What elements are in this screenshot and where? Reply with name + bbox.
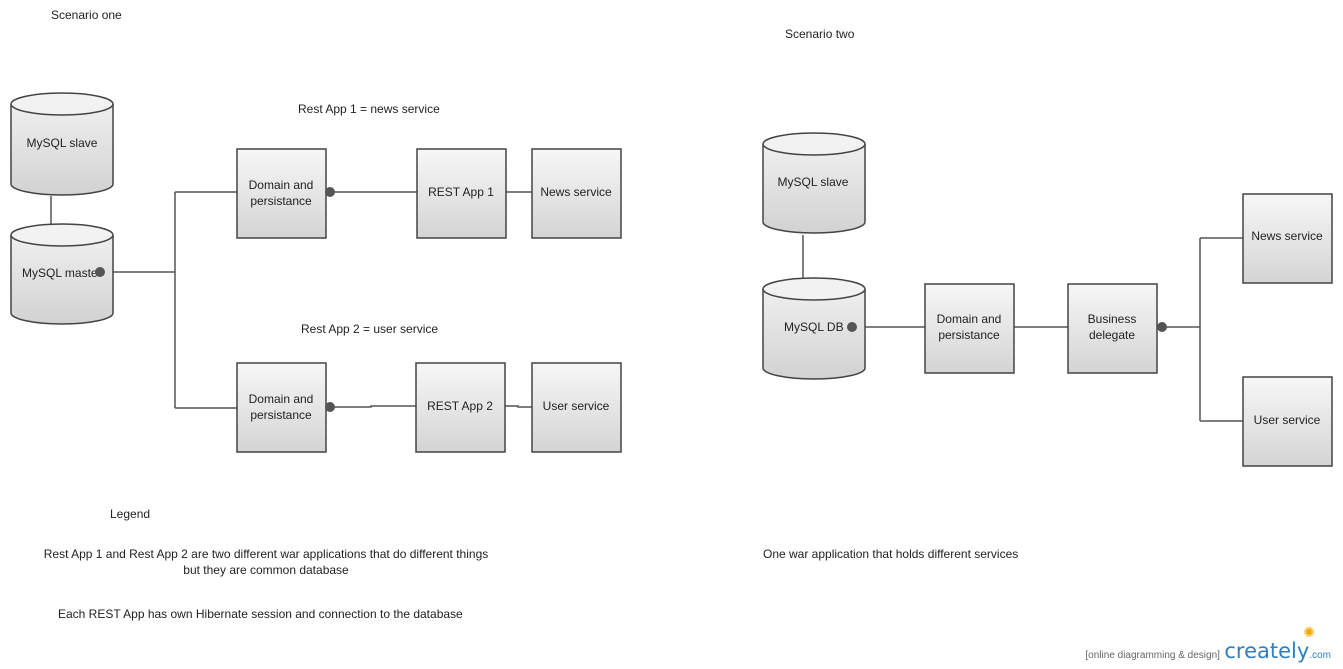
legend-line-1: Rest App 1 and Rest App 2 are two differ… xyxy=(43,547,489,561)
mysql-slave-cylinder-2: MySQL slave xyxy=(762,132,866,234)
user-service-box-2: User service xyxy=(1242,376,1333,467)
rest-app-2-note: Rest App 2 = user service xyxy=(301,322,439,336)
mysql-slave-label: MySQL slave xyxy=(27,136,98,150)
domain3-label-line2: persistance xyxy=(938,328,1000,342)
news-service-box-1: News service xyxy=(531,148,622,239)
scenario-two-title: Scenario two xyxy=(785,27,855,41)
db-connection-dot xyxy=(847,322,857,332)
business-connection-dot xyxy=(1157,322,1167,332)
user-service-label-1: User service xyxy=(543,399,610,413)
watermark-tld: .com xyxy=(1309,650,1331,661)
creately-watermark: [online diagramming & design] creately.c… xyxy=(1085,639,1331,663)
mysql-master-label: MySQL maste xyxy=(22,266,98,280)
watermark-tagline: [online diagramming & design] xyxy=(1085,650,1220,661)
user-service-box-1: User service xyxy=(531,362,622,453)
domain-persistance-box-3: Domain and persistance xyxy=(924,283,1015,374)
rest-app-2-label: REST App 2 xyxy=(427,399,493,413)
business-label-line2: delegate xyxy=(1089,328,1135,342)
rest-app-2-box: REST App 2 xyxy=(415,362,506,453)
mysql-slave-cylinder: MySQL slave xyxy=(10,92,114,196)
legend-title: Legend xyxy=(110,507,151,521)
domain1-connection-dot xyxy=(325,187,335,197)
rest2-to-user xyxy=(505,405,532,408)
domain1-label-line1: Domain and xyxy=(249,178,314,192)
mysql-master-cylinder: MySQL maste xyxy=(10,223,114,325)
master-connection-dot xyxy=(95,267,105,277)
domain2-label-line2: persistance xyxy=(250,408,312,422)
mysql-slave-label-2: MySQL slave xyxy=(778,175,849,189)
rest-app-1-box: REST App 1 xyxy=(416,148,507,239)
watermark-brand: creately xyxy=(1224,639,1310,663)
domain2-connection-dot xyxy=(325,402,335,412)
scenario-two-connectors xyxy=(802,235,1243,422)
news-service-box-2: News service xyxy=(1242,193,1333,284)
domain2-to-rest2 xyxy=(330,405,416,408)
business-label-line1: Business xyxy=(1088,312,1137,326)
domain3-label-line1: Domain and xyxy=(937,312,1002,326)
domain2-label-line1: Domain and xyxy=(249,392,314,406)
rest-app-1-label: REST App 1 xyxy=(428,185,494,199)
domain-persistance-box-1: Domain and persistance xyxy=(236,148,327,239)
scenario-one-title: Scenario one xyxy=(51,8,122,22)
business-delegate-box: Business delegate xyxy=(1067,283,1158,374)
sun-icon: ✺ xyxy=(1303,624,1315,640)
mysql-db-cylinder: MySQL DB xyxy=(762,277,866,380)
domain-persistance-box-2: Domain and persistance xyxy=(236,362,327,453)
user-service-label-2: User service xyxy=(1254,413,1321,427)
rest-app-1-note: Rest App 1 = news service xyxy=(298,102,440,116)
scenario-two-description: One war application that holds different… xyxy=(763,547,1019,561)
domain1-label-line2: persistance xyxy=(250,194,312,208)
legend-line-2: but they are common database xyxy=(183,563,349,577)
legend-line-3: Each REST App has own Hibernate session … xyxy=(58,607,463,621)
news-service-label-1: News service xyxy=(540,185,612,199)
news-service-label-2: News service xyxy=(1251,229,1323,243)
mysql-db-label: MySQL DB xyxy=(784,320,844,334)
